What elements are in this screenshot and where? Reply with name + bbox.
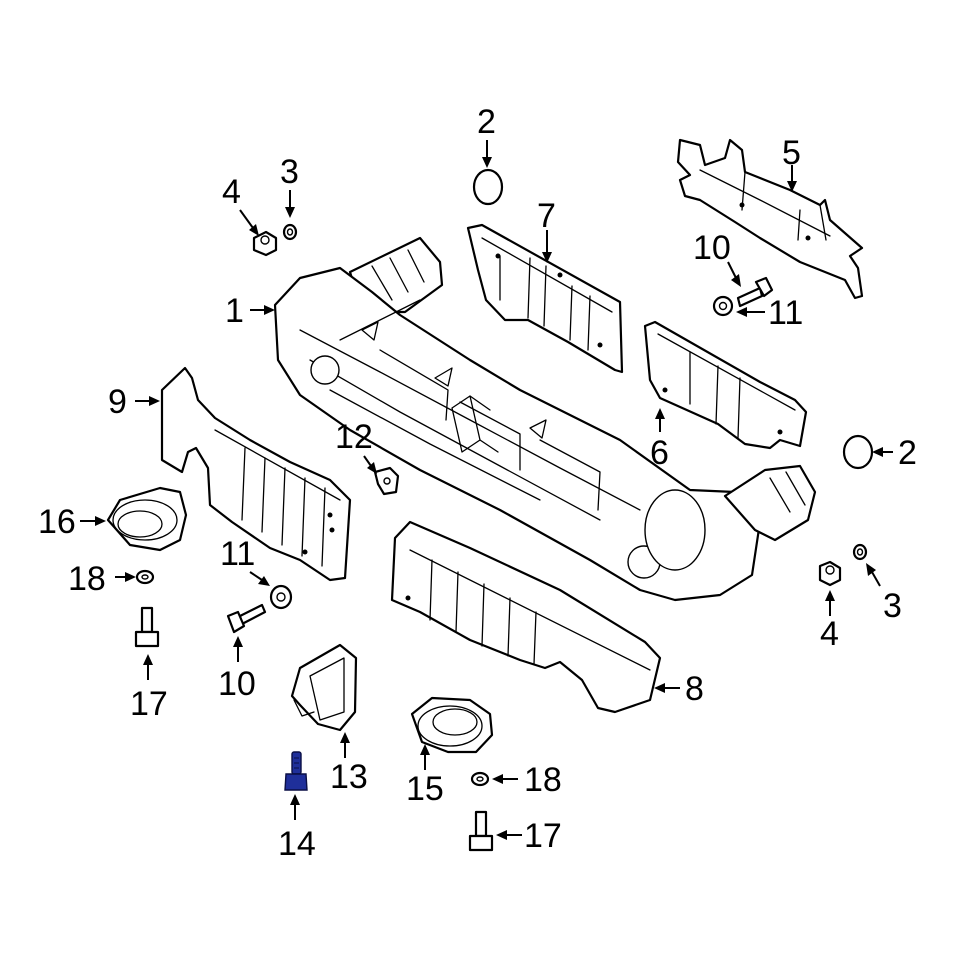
leader-lines <box>80 140 893 840</box>
part-12-clip[interactable] <box>373 466 400 496</box>
callout-8: 8 <box>685 670 704 708</box>
callout-16: 16 <box>38 503 76 541</box>
callout-2-right: 2 <box>898 434 917 472</box>
part-11-nut-right[interactable] <box>712 295 734 317</box>
callout-14: 14 <box>278 825 316 863</box>
callout-1: 1 <box>225 292 244 330</box>
callout-15: 15 <box>406 770 444 808</box>
callout-4-left: 4 <box>222 173 241 211</box>
part-7-heat-shield[interactable] <box>466 223 624 374</box>
part-3-washer-left[interactable] <box>282 223 298 241</box>
callout-11-right: 11 <box>768 294 803 332</box>
callout-17-left: 17 <box>130 685 168 723</box>
part-1-muffler-assembly[interactable] <box>273 236 817 602</box>
part-18-washer-left[interactable] <box>135 569 155 585</box>
part-9-heat-shield[interactable] <box>160 366 352 582</box>
callout-labels: 1 2 2 3 3 4 4 5 6 7 8 9 10 10 11 11 12 1… <box>38 103 917 863</box>
part-11-nut-left[interactable] <box>269 584 293 610</box>
callout-9: 9 <box>108 383 127 421</box>
callout-4-right: 4 <box>820 615 839 653</box>
callout-13: 13 <box>330 758 368 796</box>
part-17-bolt-right[interactable] <box>468 810 494 852</box>
part-17-bolt-left[interactable] <box>134 606 160 648</box>
callout-6: 6 <box>650 434 669 472</box>
callout-2-top: 2 <box>477 103 496 141</box>
part-4-nut-left[interactable] <box>252 230 278 257</box>
part-3-washer-right[interactable] <box>852 543 868 561</box>
callout-7: 7 <box>537 197 556 235</box>
part-2-gasket-top[interactable] <box>472 168 504 206</box>
part-10-bolt-left[interactable] <box>226 603 267 634</box>
part-2-gasket-right[interactable] <box>842 434 874 470</box>
part-4-nut-right[interactable] <box>818 560 842 587</box>
callout-11-left: 11 <box>220 535 255 573</box>
part-14-bolt-highlighted[interactable] <box>284 751 308 791</box>
part-18-washer-right[interactable] <box>470 771 490 787</box>
part-8-heat-shield[interactable] <box>390 520 662 714</box>
part-5-heat-shield-bracket[interactable] <box>676 138 864 300</box>
callout-18-left: 18 <box>68 560 106 598</box>
callout-10-left: 10 <box>218 665 256 703</box>
callout-17-right: 17 <box>524 817 562 855</box>
part-16-exhaust-tip[interactable] <box>106 486 188 552</box>
part-13-tip-bracket[interactable] <box>290 643 358 732</box>
part-10-bolt-right[interactable] <box>736 276 774 308</box>
callout-5: 5 <box>782 134 801 172</box>
callout-10-right: 10 <box>693 229 731 267</box>
part-6-heat-shield[interactable] <box>643 320 808 450</box>
callout-3-left: 3 <box>280 153 299 191</box>
callout-12: 12 <box>335 418 373 456</box>
part-15-exhaust-tip[interactable] <box>410 696 494 754</box>
callout-18-right: 18 <box>524 761 562 799</box>
callout-3-right: 3 <box>883 587 902 625</box>
